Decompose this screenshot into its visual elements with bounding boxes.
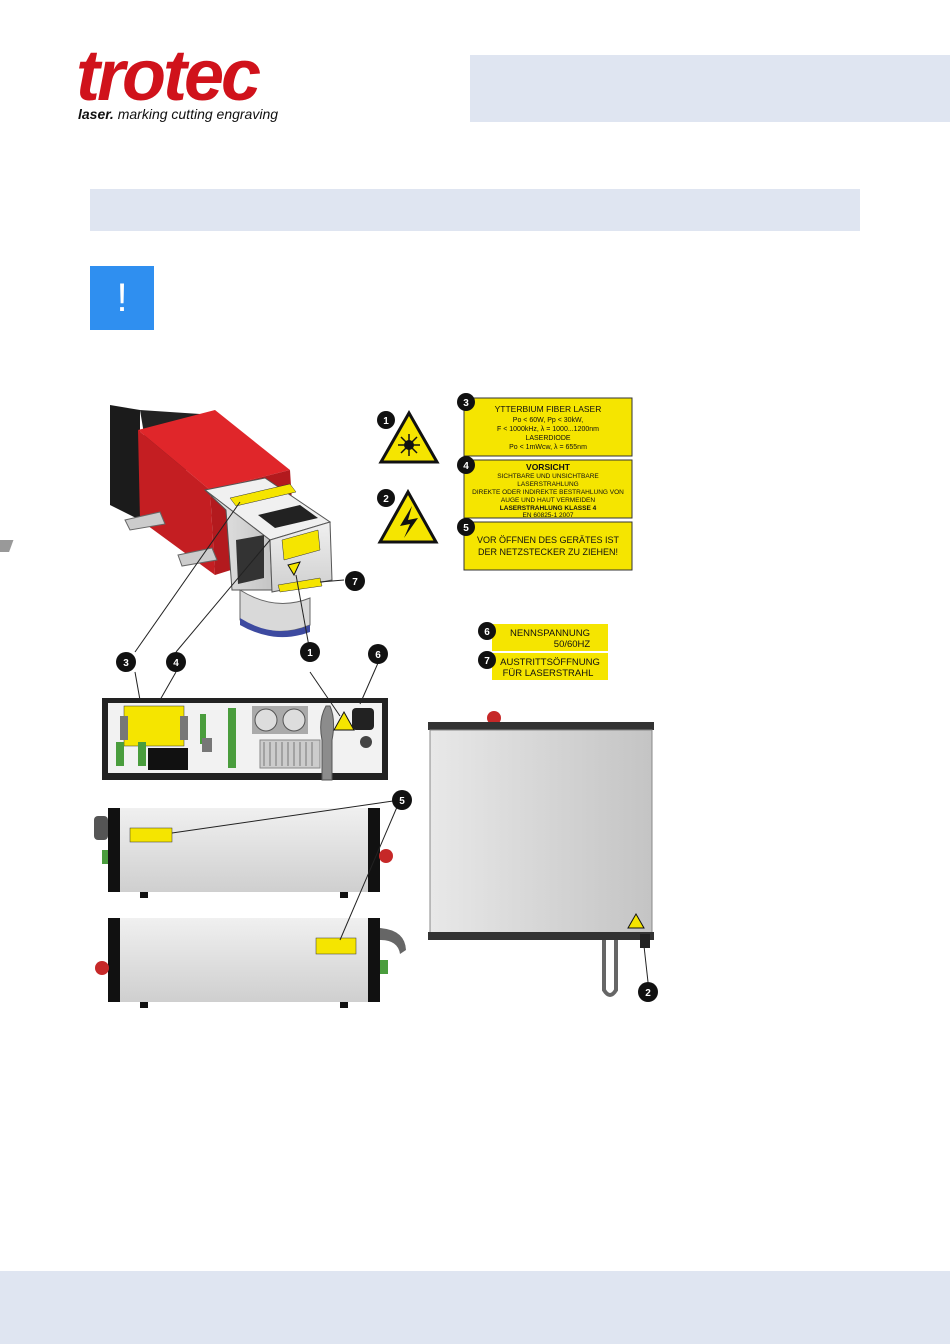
- callout-2-upper-number: 2: [383, 494, 389, 505]
- callout-1-upper: [377, 411, 395, 429]
- callout-3-upper: [457, 393, 475, 411]
- callout-7-upper: [478, 651, 496, 669]
- leader-lines: [134, 501, 649, 983]
- label-3-line-4: LASERDIODE: [525, 435, 570, 442]
- label-4-line-3: LASERSTRAHLUNG: [517, 481, 578, 488]
- label-3-line-5: Po < 1mWcw, λ = 655nm: [509, 444, 587, 451]
- label-4-line-2: SICHTBARE UND UNSICHTBARE: [497, 473, 599, 480]
- callout-7-upper-number: 7: [484, 656, 490, 667]
- label-6-line-2: 50/60HZ: [554, 639, 591, 650]
- callout-6-number: 6: [375, 650, 381, 661]
- callout-6: [368, 644, 388, 664]
- callout-7-head: [345, 571, 365, 591]
- label-5-line-1: VOR ÖFFNEN DES GERÄTES IST: [477, 535, 620, 545]
- label-4-line-7: EN 60825-1 2007: [523, 512, 574, 519]
- label-6-line-1: NENNSPANNUNG: [510, 628, 590, 639]
- footer-bar: [0, 1271, 950, 1344]
- controller-side-view-2: [95, 918, 406, 1008]
- label-4-panel: [463, 459, 633, 519]
- controller-side-view-1: [94, 808, 393, 898]
- logo-wordmark: trotec: [76, 36, 261, 116]
- label-3-line-2: Po < 60W, Pp < 30kW,: [513, 417, 583, 424]
- laser-warning-icon: [378, 409, 440, 464]
- label-6-panel: [492, 624, 608, 651]
- callout-2-upper: [377, 489, 395, 507]
- label-4-line-5: AUGE UND HAUT VERMEIDEN: [501, 497, 595, 504]
- logo-tag-bold: laser.: [78, 106, 114, 122]
- section-heading-bar: [90, 189, 860, 231]
- callout-7-head-number: 7: [352, 577, 358, 588]
- label-3-line-3: F < 1000kHz, λ = 1000...1200nm: [497, 426, 599, 433]
- callout-6-upper-number: 6: [484, 627, 490, 638]
- callout-5: [392, 790, 412, 810]
- callout-2: [638, 982, 658, 1002]
- logo-tagline: laser. marking cutting engraving: [78, 106, 278, 122]
- electric-hazard-icon: [377, 488, 439, 544]
- callout-1-number: 1: [307, 648, 313, 659]
- callout-4: [166, 652, 186, 672]
- label-4-line-6: LASERSTRAHLUNG KLASSE 4: [500, 505, 597, 512]
- logo-tag-rest: marking cutting engraving: [113, 106, 279, 122]
- controller-top-view: [428, 711, 654, 997]
- callout-5-upper: [457, 518, 475, 536]
- label-3-line-1: YTTERBIUM FIBER LASER: [495, 404, 602, 414]
- laser-head: [0, 405, 333, 638]
- callout-3: [116, 652, 136, 672]
- controller-back-panel: [102, 698, 388, 781]
- callout-2-number: 2: [645, 988, 651, 999]
- callout-4-number: 4: [173, 658, 179, 669]
- label-4-line-4: DIREKTE ODER INDIREKTE BESTRAHLUNG VON: [472, 489, 624, 496]
- label-7-line-1: AUSTRITTSÖFFNUNG: [500, 657, 600, 668]
- exclamation-icon: !: [90, 266, 154, 330]
- callout-3-upper-number: 3: [463, 398, 469, 409]
- header-box: [470, 55, 950, 122]
- callout-5-number: 5: [399, 796, 405, 807]
- callout-3-number: 3: [123, 658, 129, 669]
- label-7-panel: [492, 653, 608, 680]
- label-3-panel: [463, 397, 633, 457]
- trotec-logo: trotec laser. marking cutting engraving: [76, 36, 306, 124]
- label-7-line-2: FÜR LASERSTRAHL: [503, 668, 594, 679]
- label-5-line-2: DER NETZSTECKER ZU ZIEHEN!: [478, 547, 618, 557]
- callout-6-upper: [478, 622, 496, 640]
- label-4-line-1: VORSICHT: [526, 462, 571, 472]
- callout-1: [300, 642, 320, 662]
- callout-1-upper-number: 1: [383, 416, 389, 427]
- callout-4-upper: [457, 456, 475, 474]
- callout-5-upper-number: 5: [463, 523, 469, 534]
- callout-4-upper-number: 4: [463, 461, 469, 472]
- label-5-panel: [463, 521, 633, 571]
